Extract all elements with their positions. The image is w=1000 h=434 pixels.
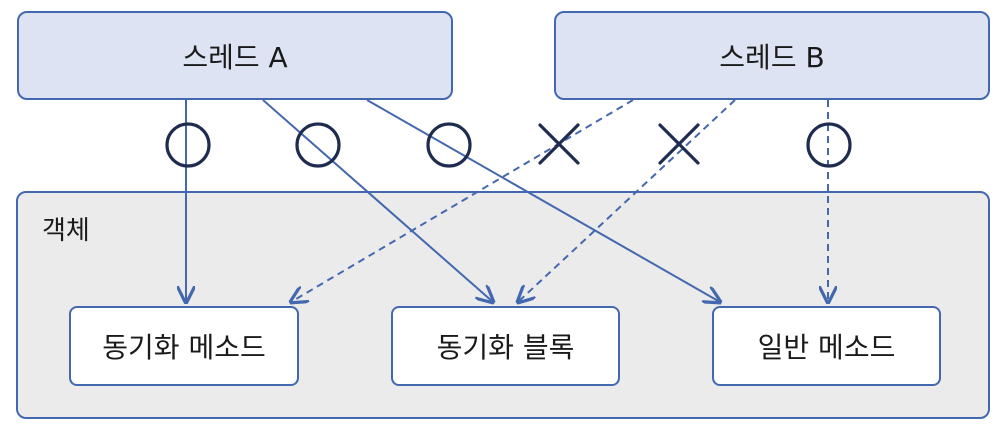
object-label: 객체	[42, 216, 90, 246]
blocked-cross-icon	[538, 123, 580, 165]
arrow-b-to-sync-block	[518, 99, 736, 302]
sync-method-box: 동기화 메소드	[69, 306, 299, 386]
arrow-a-to-sync-block	[262, 99, 493, 302]
sync-block-box: 동기화 블록	[391, 306, 620, 386]
allowed-circle-icon	[295, 122, 341, 168]
blocked-cross-icon	[658, 123, 700, 165]
allowed-circle-icon	[806, 122, 852, 168]
thread-b-box: 스레드 B	[554, 11, 990, 100]
thread-a-box: 스레드 A	[17, 11, 453, 100]
arrow-b-to-sync-method	[291, 99, 634, 302]
arrow-a-to-normal-method	[366, 99, 720, 302]
normal-method-box: 일반 메소드	[712, 306, 941, 386]
allowed-circle-icon	[165, 122, 211, 168]
allowed-circle-icon	[426, 122, 472, 168]
